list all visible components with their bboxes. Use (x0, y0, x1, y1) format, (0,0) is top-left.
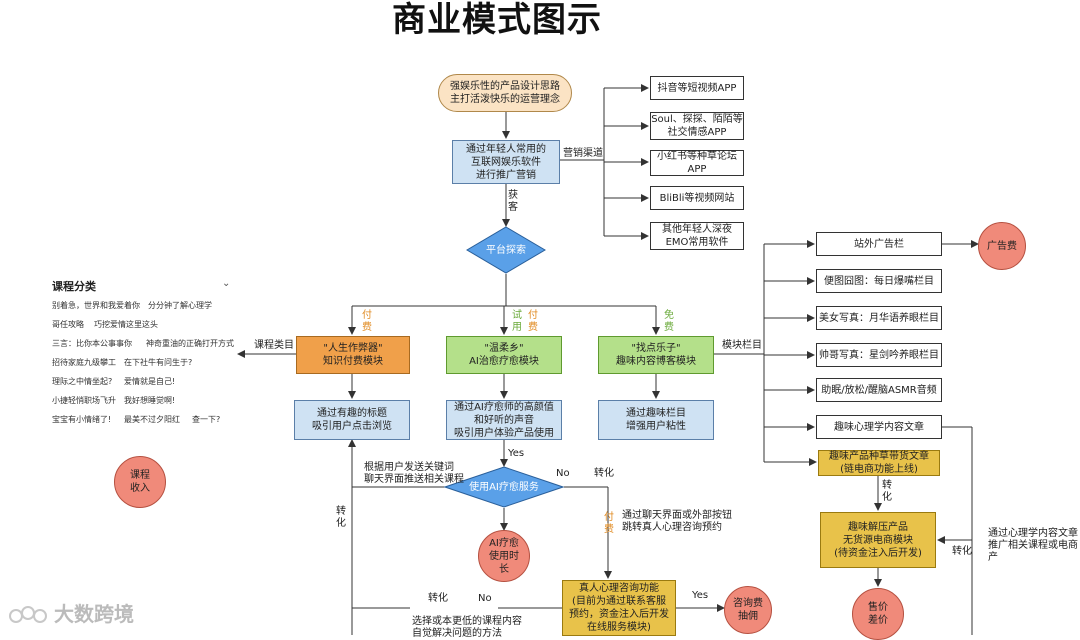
seed-article-box: 趣味产品种草带货文章 (链电商功能上线) (818, 450, 940, 476)
knowledge-module: "人生作弊器" 知识付费模块 (296, 336, 410, 374)
consult-fee-circle: 咨询费 抽佣 (724, 586, 772, 634)
course-category-item[interactable]: 招待家庭九级攀工 (52, 358, 116, 367)
course-category-item[interactable]: 理际之中情坐起? (52, 377, 113, 386)
column-beauty-photos: 美女写真：月华语养眼栏目 (816, 306, 942, 330)
channel-bilibili: BliBli等视频网站 (650, 186, 744, 210)
convert-label-4: 转化 (952, 546, 972, 557)
channel-other: 其他年轻人深夜 EMO常用软件 (650, 222, 744, 250)
promotion-node: 通过年轻人常用的 互联网娱乐软件 进行推广营销 (452, 140, 560, 184)
channel-douyin: 抖音等短视频APP (650, 76, 744, 100)
course-category-item[interactable]: 宝宝有小情绪了! (52, 415, 112, 424)
chevron-down-icon[interactable]: ⌄ (222, 278, 231, 289)
marketing-label: 营销渠道 (563, 148, 603, 159)
browse-box: 通过有趣的标题 吸引用户点击浏览 (294, 400, 410, 440)
channel-social: Soul、探探、陌陌等 社交情感APP (650, 112, 744, 140)
keyword-push-label: 根据用户发送关键词 聊天界面推送相关课程 (364, 462, 464, 485)
column-psych-articles: 趣味心理学内容文章 (816, 415, 942, 439)
course-category-item[interactable]: 小捷轻悄职场飞升 (52, 396, 116, 405)
no-label-1: No (556, 468, 570, 479)
course-category-item[interactable]: 我好想睡觉啊! (124, 396, 176, 405)
course-income-circle: 课程 收入 (114, 456, 166, 508)
platform-label: 平台探索 (486, 244, 526, 256)
course-category-item[interactable]: 在下社牛有问生于? (124, 358, 193, 367)
paid-label-1: 付 费 (362, 310, 372, 333)
platform-diamond (466, 226, 546, 274)
start-node: 强娱乐性的产品设计思路 主打活泼快乐的运营理念 (438, 74, 572, 112)
course-category-item[interactable]: 别着急，世界和我爱着你 (52, 301, 140, 310)
jump-consult-label: 通过聊天界面或外部按钮 跳转真人心理咨询预约 (622, 510, 732, 533)
paid-label-3: 付 费 (604, 512, 614, 535)
use-ai-label: 使用AI疗愈服务 (469, 481, 539, 493)
column-asmr-audio: 助眠/放松/醒脑ASMR音频 (816, 378, 942, 402)
ecommerce-box: 趣味解压产品 无货源电商模块 (待资金注入后开发) (820, 512, 936, 568)
yes-label-1: Yes (508, 448, 525, 459)
choose-course-label: 选择或本更低的课程内容 自觉解决问题的方法 (412, 616, 522, 639)
healing-module: "温柔乡" AI治愈疗愈模块 (446, 336, 562, 374)
page-title: 商业模式图示 (392, 0, 602, 40)
fun-module: "找点乐子" 趣味内容博客模块 (598, 336, 714, 374)
course-category-item[interactable]: 三言：比你本公事事你 (52, 339, 132, 348)
course-category-item[interactable]: 神奇重油的正确打开方式 (146, 339, 234, 348)
use-ai-diamond (444, 466, 564, 508)
course-category-item[interactable]: 哥任攻略 (52, 320, 84, 329)
sales-margin-circle: 售价 差价 (852, 588, 904, 640)
free-label: 免 费 (664, 310, 674, 333)
course-category-item[interactable]: 巧挖爱情这里这头 (94, 320, 158, 329)
course-category-item[interactable]: 分分钟了解心理学 (148, 301, 212, 310)
course-category-item[interactable]: 爱情就是自己! (124, 377, 176, 386)
course-category-item[interactable]: 最美不过夕阳红 (124, 415, 180, 424)
engage-box: 通过趣味栏目 增强用户粘性 (598, 400, 714, 440)
column-external-ads: 站外广告栏 (816, 232, 942, 256)
course-category-item[interactable]: 查一下? (192, 415, 221, 424)
yes-label-2: Yes (692, 590, 709, 601)
watermark-text: 大数跨境 (54, 602, 134, 626)
convert-label-2: 转化 (428, 593, 448, 604)
ai-experience-box: 通过AI疗愈师的高颜值 和好听的声音 吸引用户体验产品使用 (446, 400, 562, 440)
course-panel-title: 课程分类 (52, 280, 96, 293)
acquire-label: 获 客 (508, 190, 518, 213)
channel-xiaohongshu: 小红书等种草论坛 APP (650, 150, 744, 176)
no-label-2: No (478, 593, 492, 604)
column-handsome-photos: 帅哥写真：星剑吟养眼栏目 (816, 343, 942, 367)
column-funny-pics: 便图囧图：每日爆嘴栏目 (816, 269, 942, 293)
trial-label: 试 用 (512, 310, 522, 333)
module-column-label: 模块栏目 (722, 340, 762, 351)
convert-left-label: 转 化 (336, 506, 346, 529)
paid-label-2: 付 费 (528, 310, 538, 333)
push-note-label: 通过心理学内容文章 推广相关课程或电商产 (988, 528, 1078, 563)
course-category-label: 课程类目 (254, 340, 294, 351)
real-consult-box: 真人心理咨询功能 (目前为通过联系客服 预约，资金注入后开发 在线服务模块) (562, 580, 676, 636)
convert-label-1: 转化 (594, 468, 614, 479)
ad-fee-circle: 广告费 (978, 222, 1026, 270)
ai-time-circle: AI疗愈 使用时 长 (478, 530, 530, 582)
convert-label-3: 转 化 (882, 480, 892, 503)
watermark-logo-icon (9, 606, 47, 623)
